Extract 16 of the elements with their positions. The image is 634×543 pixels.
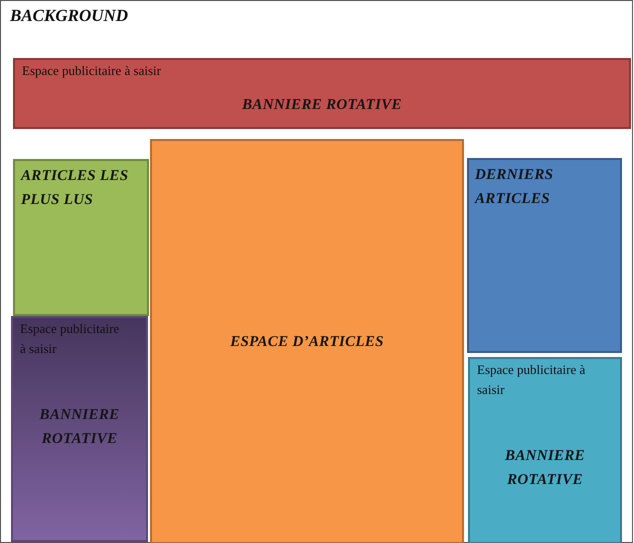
layout-block: [13, 159, 149, 316]
block-title: DERNIERS ARTICLES: [475, 166, 554, 209]
block-title: ARTICLES LES PLUS LUS: [21, 167, 130, 210]
layout-block: [467, 158, 622, 353]
layout-block: [13, 58, 631, 129]
heading: BACKGROUND: [10, 6, 128, 26]
layout-block: [468, 357, 622, 543]
layout-block: [11, 316, 148, 542]
block-title: BANNIERE ROTATIVE: [38, 406, 120, 449]
ad-space-note: Espace publicitaire à saisir: [477, 361, 586, 399]
ad-space-note: Espace publicitaire à saisir: [22, 62, 162, 80]
block-title: ESPACE D’ARTICLES: [229, 332, 385, 352]
block-title: BANNIERE ROTATIVE: [504, 447, 586, 490]
block-title: BANNIERE ROTATIVE: [241, 96, 403, 115]
ad-space-note: Espace publicitaire à saisir: [20, 320, 120, 358]
layout-block: [150, 139, 464, 543]
